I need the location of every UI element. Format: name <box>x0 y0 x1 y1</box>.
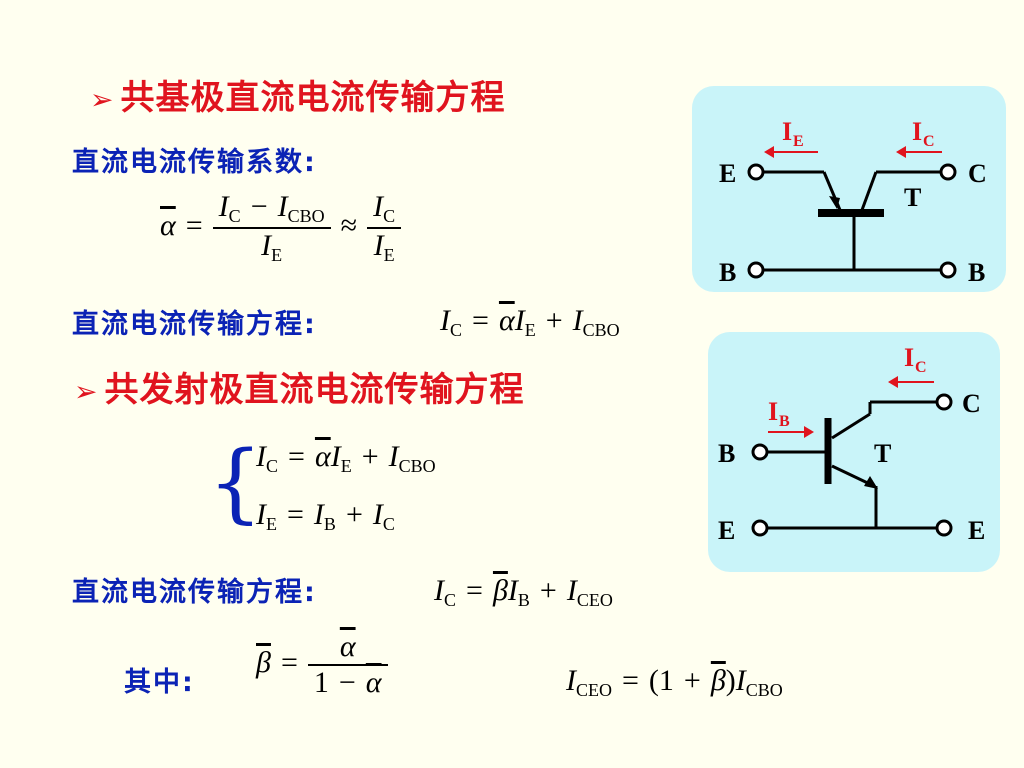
section-title-common-emitter: ➢共发射极直流电流传输方程 <box>74 370 525 410</box>
ie-arrow-icon <box>764 146 774 158</box>
label-ic: I <box>912 117 922 146</box>
label-ic-sub: C <box>923 133 935 150</box>
section-title-common-base: ➢共基极直流电流传输方程 <box>90 78 506 118</box>
ib-arrow-icon <box>804 426 814 438</box>
emitter-arrow-icon <box>829 196 840 209</box>
label-b-right: B <box>968 258 985 287</box>
terminal-e-right-icon <box>935 519 953 537</box>
label-ib-sub: B <box>779 413 790 430</box>
ic-arrow-icon <box>888 376 898 388</box>
label-where: 其中: <box>124 667 195 698</box>
label-b-left: B <box>718 439 735 468</box>
common-emitter-circuit-diagram: B C E E T I C I B <box>718 343 985 545</box>
emitter-arrow-icon <box>864 476 878 489</box>
bullet-arrow-icon: ➢ <box>90 83 115 116</box>
label-e-left: E <box>718 516 735 545</box>
circuit-panel-common-base: E C B B T I E I C <box>692 86 1006 292</box>
formula-ic-common-emitter: IC=βIB+ICEO <box>434 574 613 610</box>
label-ic-sub: C <box>915 359 927 376</box>
label-c-right: C <box>968 159 987 188</box>
label-ic: I <box>904 343 914 372</box>
label-transfer-coefficient: 直流电流传输系数: <box>72 147 317 178</box>
common-base-circuit-diagram: E C B B T I E I C <box>719 117 987 287</box>
formula-system-ie: IE=IB+IC <box>256 498 395 534</box>
label-ie: I <box>782 117 792 146</box>
label-b-left: B <box>719 258 736 287</box>
label-ie-sub: E <box>793 133 804 150</box>
circuit-panel-common-emitter: B C E E T I C I B <box>708 332 1000 572</box>
terminal-b-right-icon <box>939 261 957 279</box>
label-transistor-t: T <box>904 183 921 212</box>
terminal-c-right-icon <box>935 393 953 411</box>
label-transfer-equation-1: 直流电流传输方程: <box>72 309 317 340</box>
formula-system-ic: IC=αIE+ICBO <box>256 440 436 476</box>
label-e-right: E <box>968 516 985 545</box>
brace-icon: { <box>208 433 263 533</box>
label-e-left: E <box>719 159 736 188</box>
ic-arrow-icon <box>896 146 906 158</box>
formula-iceo: ICEO=(1+β)ICBO <box>566 664 783 700</box>
label-ib: I <box>768 397 778 426</box>
label-c-right: C <box>962 389 981 418</box>
terminal-c-right-icon <box>939 163 957 181</box>
terminal-e-left-icon <box>751 519 769 537</box>
terminal-b-left-icon <box>751 443 769 461</box>
bullet-arrow-icon: ➢ <box>74 375 99 408</box>
terminal-b-left-icon <box>747 261 765 279</box>
terminal-e-left-icon <box>747 163 765 181</box>
formula-ic-common-base: IC=αIE+ICBO <box>440 304 620 340</box>
label-transistor-t: T <box>874 439 891 468</box>
label-transfer-equation-2: 直流电流传输方程: <box>72 577 317 608</box>
